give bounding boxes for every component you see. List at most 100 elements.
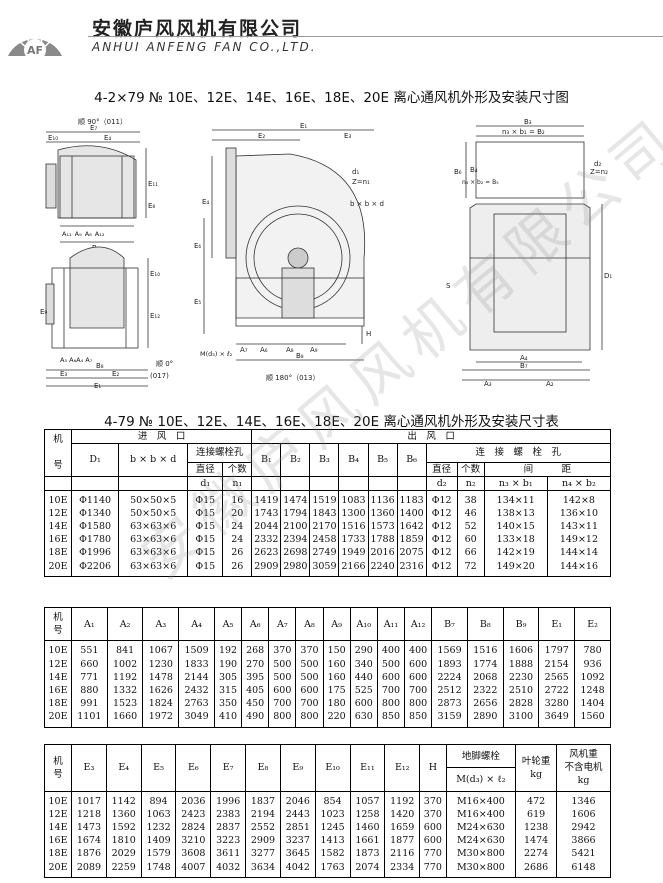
header-col: E₁₁: [349, 744, 386, 792]
cell-column: 10E 12E 14E 16E 18E 20E: [44, 790, 72, 878]
label-z-n2: Z=n₂: [590, 168, 608, 176]
header-col: A₄: [178, 606, 215, 642]
label-B8-bottom: B₈: [96, 362, 104, 370]
header-col: A₈: [295, 606, 324, 642]
cell-d2: Φ12 Φ12 Φ12 Φ12 Φ12 Φ12: [425, 489, 458, 577]
table-inlet-outlet: 机 号 进 风 口 出 风 口 D₁ b × b × d 连接螺栓孔 B₁ B₂…: [43, 429, 612, 577]
header-col: E₉: [279, 744, 316, 792]
header-inlet: 进 风 口: [71, 429, 253, 444]
cell-D1: Φ1140 Φ1340 Φ1580 Φ1780 Φ1996 Φ2206: [71, 489, 120, 577]
logo-text: AF: [27, 44, 43, 57]
cell-column: 1192 1420 1659 1877 2116 2334: [384, 790, 421, 878]
header-n4b2: n₄ × b₂: [546, 475, 612, 491]
label-E6: E₆: [194, 242, 201, 250]
table-row: 10E 12E 14E 16E 18E 20E Φ1140 Φ1340 Φ158…: [43, 489, 612, 577]
company-logo: AF: [8, 24, 62, 61]
view-front: E₁ E₂ E₃ E₄ E₆ E₅ d₁ Z=n₁ b × b × d H M(…: [194, 122, 384, 382]
header-bbd: b × b × d: [118, 443, 189, 477]
header-col: E₈: [245, 744, 281, 792]
label-E1-left: E₁: [94, 382, 101, 390]
cell-n1: 16 20 24 24 26 26: [222, 489, 253, 577]
view-side-bottom: E₁₀ E₁₂ E₉ A₅ A₆A₄ A₇ B₈ E₃ E₂ E₁ 顺 0° (…: [40, 246, 173, 390]
label-E10-b: E₁₀: [150, 270, 160, 278]
header-d2: d₂: [425, 475, 458, 491]
cell-B2: 1474 1794 2100 2394 2698 2980: [280, 489, 311, 577]
label-E4-mid: E₄: [202, 198, 209, 206]
cell-B4: 1083 1300 1516 1733 1949 2166: [338, 489, 369, 577]
page-header: AF 安徽庐风风机有限公司 ANHUI ANFENG FAN CO.,LTD.: [0, 0, 663, 64]
header-jihao: 机 号: [44, 606, 72, 642]
cell-column: 400 500 600 700 800 850: [376, 640, 406, 728]
header-outlet: 出 风 口: [251, 429, 611, 444]
cell-column: 2036 2423 2824 3210 3608 4007: [175, 790, 212, 878]
label-B4: B₄: [470, 166, 478, 174]
header-n1: n₁: [222, 475, 253, 491]
cell-column: 370 370 600 600 770 770: [419, 790, 447, 878]
header-col: H: [419, 744, 447, 792]
cell-column: 1996 2383 2837 3223 3611 4032: [210, 790, 247, 878]
header-col: B₉: [502, 606, 540, 642]
view-outlet: B₃ n₃ × b₁ = B₂ B₆ n₄ × b₂ = B₅ B₄ d₂ Z=…: [446, 118, 612, 388]
label-E2-left: E₂: [112, 370, 119, 378]
label-E3-mid: E₃: [344, 132, 351, 140]
header-col: E₃: [71, 744, 107, 792]
label-B8-mid: B₈: [296, 352, 304, 360]
cell-column: 894 1063 1232 1409 1579 1748: [140, 790, 177, 878]
header-col: A₃: [142, 606, 180, 642]
cell-column: 290 340 440 525 600 630: [349, 640, 378, 728]
cell-column: 268 270 395 405 450 490: [241, 640, 270, 728]
cell-column: 854 1023 1245 1413 1582 1763: [314, 790, 351, 878]
label-B6: B₆: [454, 168, 462, 176]
cell-bbd: 50×50×5 50×50×5 63×63×6 63×63×6 63×63×6 …: [118, 489, 189, 577]
label-E8: E₈: [148, 202, 155, 210]
label-E7: E₇: [90, 124, 97, 132]
label-D1: D₁: [604, 272, 612, 280]
header-diameter2: 直径: [425, 461, 458, 477]
cell-column: 1067 1230 1478 1626 1824 1972: [142, 640, 180, 728]
company-name-en: ANHUI ANFENG FAN CO.,LTD.: [92, 40, 317, 54]
label-shun90: 顺 90°（011）: [78, 118, 127, 126]
label-A2: A₂: [546, 380, 554, 388]
header-outlet-bolt: 连 接 螺 栓 孔: [425, 443, 612, 463]
label-d2: d₂: [594, 160, 601, 168]
cell-column: 1017 1218 1473 1674 1876 2089: [71, 790, 107, 878]
header-col: A₂: [106, 606, 144, 642]
cell-B6: 1183 1400 1642 1859 2075 2316: [396, 489, 427, 577]
label-E10: E₁₀: [48, 134, 58, 142]
header-col: E₁: [538, 606, 576, 642]
label-B3: B₃: [524, 118, 532, 126]
header-impeller-weight: 叶轮重 kg: [515, 744, 558, 792]
cell-d1: Φ15 Φ15 Φ15 Φ15 Φ15 Φ15: [187, 489, 224, 577]
label-E3: E₃: [60, 370, 67, 378]
label-A8: A₈: [286, 346, 294, 354]
label-H: H: [366, 330, 371, 338]
cell-column: 2046 2443 2851 3237 3645 4042: [279, 790, 316, 878]
cell-column: 1797 2154 2565 2722 3280 3649: [538, 640, 576, 728]
cell-column: 1606 1888 2230 2510 2828 3100: [502, 640, 540, 728]
cell-column: 1346 1606 2942 3866 5421 6148: [556, 790, 611, 878]
header-spacing: 间 距: [483, 461, 612, 477]
header-B1: B₁: [251, 443, 282, 477]
header-d1: d₁: [187, 475, 224, 491]
cell-column: 1057 1258 1460 1661 1873 2074: [349, 790, 386, 878]
header-col: E₂: [574, 606, 611, 642]
header-col: A₇: [268, 606, 297, 642]
label-A4: A₄: [520, 354, 528, 362]
header-D1: D₁: [71, 443, 120, 477]
header-count: 个数: [222, 461, 253, 477]
label-E1-mid: E₁: [300, 122, 307, 130]
header-col: B₈: [466, 606, 504, 642]
label-E11: E₁₁: [148, 180, 158, 188]
cell-n3b1: 134×11 138×13 140×15 133×18 142×19 149×2…: [483, 489, 548, 577]
cell-column: 370 500 500 600 700 800: [295, 640, 324, 728]
label-A7: A₇: [240, 346, 248, 354]
label-E4: E₄: [104, 134, 111, 142]
header-n2: n₂: [456, 475, 485, 491]
cell-column: 400 600 600 700 800 850: [404, 640, 433, 728]
header-col: A₁₀: [349, 606, 378, 642]
